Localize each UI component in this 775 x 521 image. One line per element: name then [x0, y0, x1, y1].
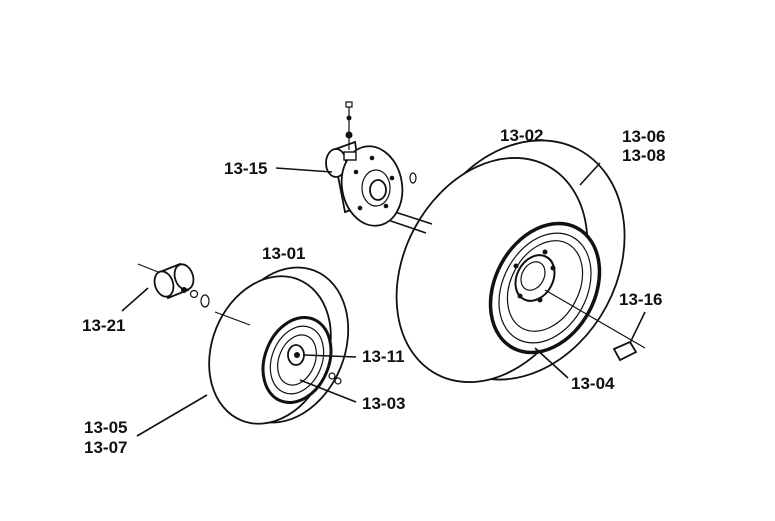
label-13-15: 13-15	[224, 159, 267, 178]
label-13-07: 13-07	[84, 438, 127, 457]
label-13-04: 13-04	[571, 374, 615, 393]
large-wheel	[395, 139, 626, 383]
hub-flange	[325, 101, 417, 227]
label-13-11: 13-11	[362, 347, 405, 366]
axle-bolt	[544, 289, 646, 362]
label-13-02: 13-02	[500, 126, 543, 145]
label-13-21: 13-21	[82, 316, 125, 335]
label-13-08: 13-08	[622, 146, 665, 165]
label-13-03: 13-03	[362, 394, 405, 413]
bushing	[137, 262, 210, 308]
label-13-01: 13-01	[262, 244, 305, 263]
small-wheel	[208, 266, 350, 425]
label-13-05: 13-05	[84, 418, 127, 437]
label-13-06: 13-06	[622, 127, 665, 146]
label-13-16: 13-16	[619, 290, 662, 309]
leader-lines	[121, 162, 646, 437]
